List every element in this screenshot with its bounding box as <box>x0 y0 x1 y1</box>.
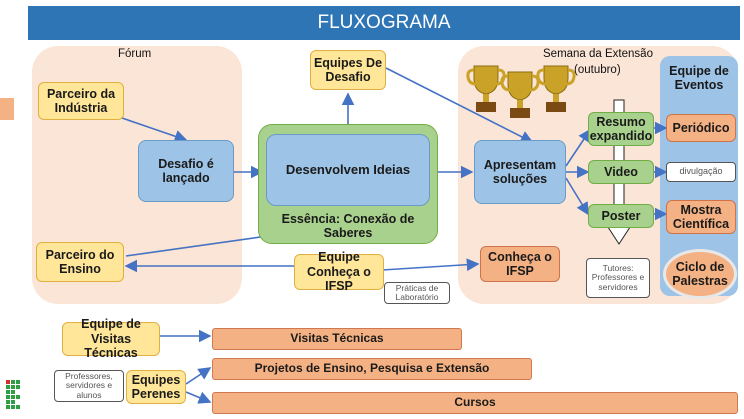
mostra-box: Mostra Científica <box>666 200 736 234</box>
cursos-bar: Cursos <box>212 392 738 414</box>
praticas-note: Práticas de Laboratório <box>384 282 450 304</box>
ciclo-palestras: Ciclo de Palestras <box>666 252 734 296</box>
divulgacao-note: divulgação <box>666 162 736 182</box>
perenes-note: Professores, servidores e alunos <box>54 370 124 402</box>
semana-sublabel: (outubro) <box>574 64 621 76</box>
trophy-icon <box>536 65 576 112</box>
equipe-eventos-label: Equipe de Eventos <box>669 63 729 92</box>
parceiro-industria-box: Parceiro da Indústria <box>38 82 124 120</box>
desafio-box: Desafio é lançado <box>138 140 234 202</box>
equipes-desafio-box: Equipes De Desafio <box>310 50 386 90</box>
ifsp-logo-icon <box>6 380 20 416</box>
tutores-note: Tutores: Professores e servidores <box>586 258 650 298</box>
periodico-box: Periódico <box>666 114 736 142</box>
equipe-conheca-box: Equipe Conheça o IFSP <box>294 250 384 293</box>
trophy-icon <box>500 71 540 118</box>
parceiro-ensino-box: Parceiro do Ensino <box>36 242 124 282</box>
visitas-bar: Visitas Técnicas <box>212 328 462 350</box>
page-title: FLUXOGRAMA <box>28 6 740 40</box>
conheca-box: Conheça o IFSP <box>480 246 560 282</box>
video-box: Video <box>588 160 654 184</box>
desenvolvem-box: Desenvolvem Ideias <box>266 134 430 206</box>
projetos-bar: Projetos de Ensino, Pesquisa e Extensão <box>212 358 532 380</box>
essencia-label: Essência: Conexão de Saberes <box>281 211 415 240</box>
visitas-equipe-box: Equipe de Visitas Técnicas <box>62 317 160 360</box>
poster-box: Poster <box>588 204 654 228</box>
resumo-box: Resumo expandido <box>588 112 654 146</box>
side-marker <box>0 98 14 120</box>
forum-label: Fórum <box>118 48 152 60</box>
semana-label: Semana da Extensão <box>543 48 653 60</box>
perenes-box: Equipes Perenes <box>126 370 186 404</box>
apresentam-box: Apresentam soluções <box>474 140 566 204</box>
